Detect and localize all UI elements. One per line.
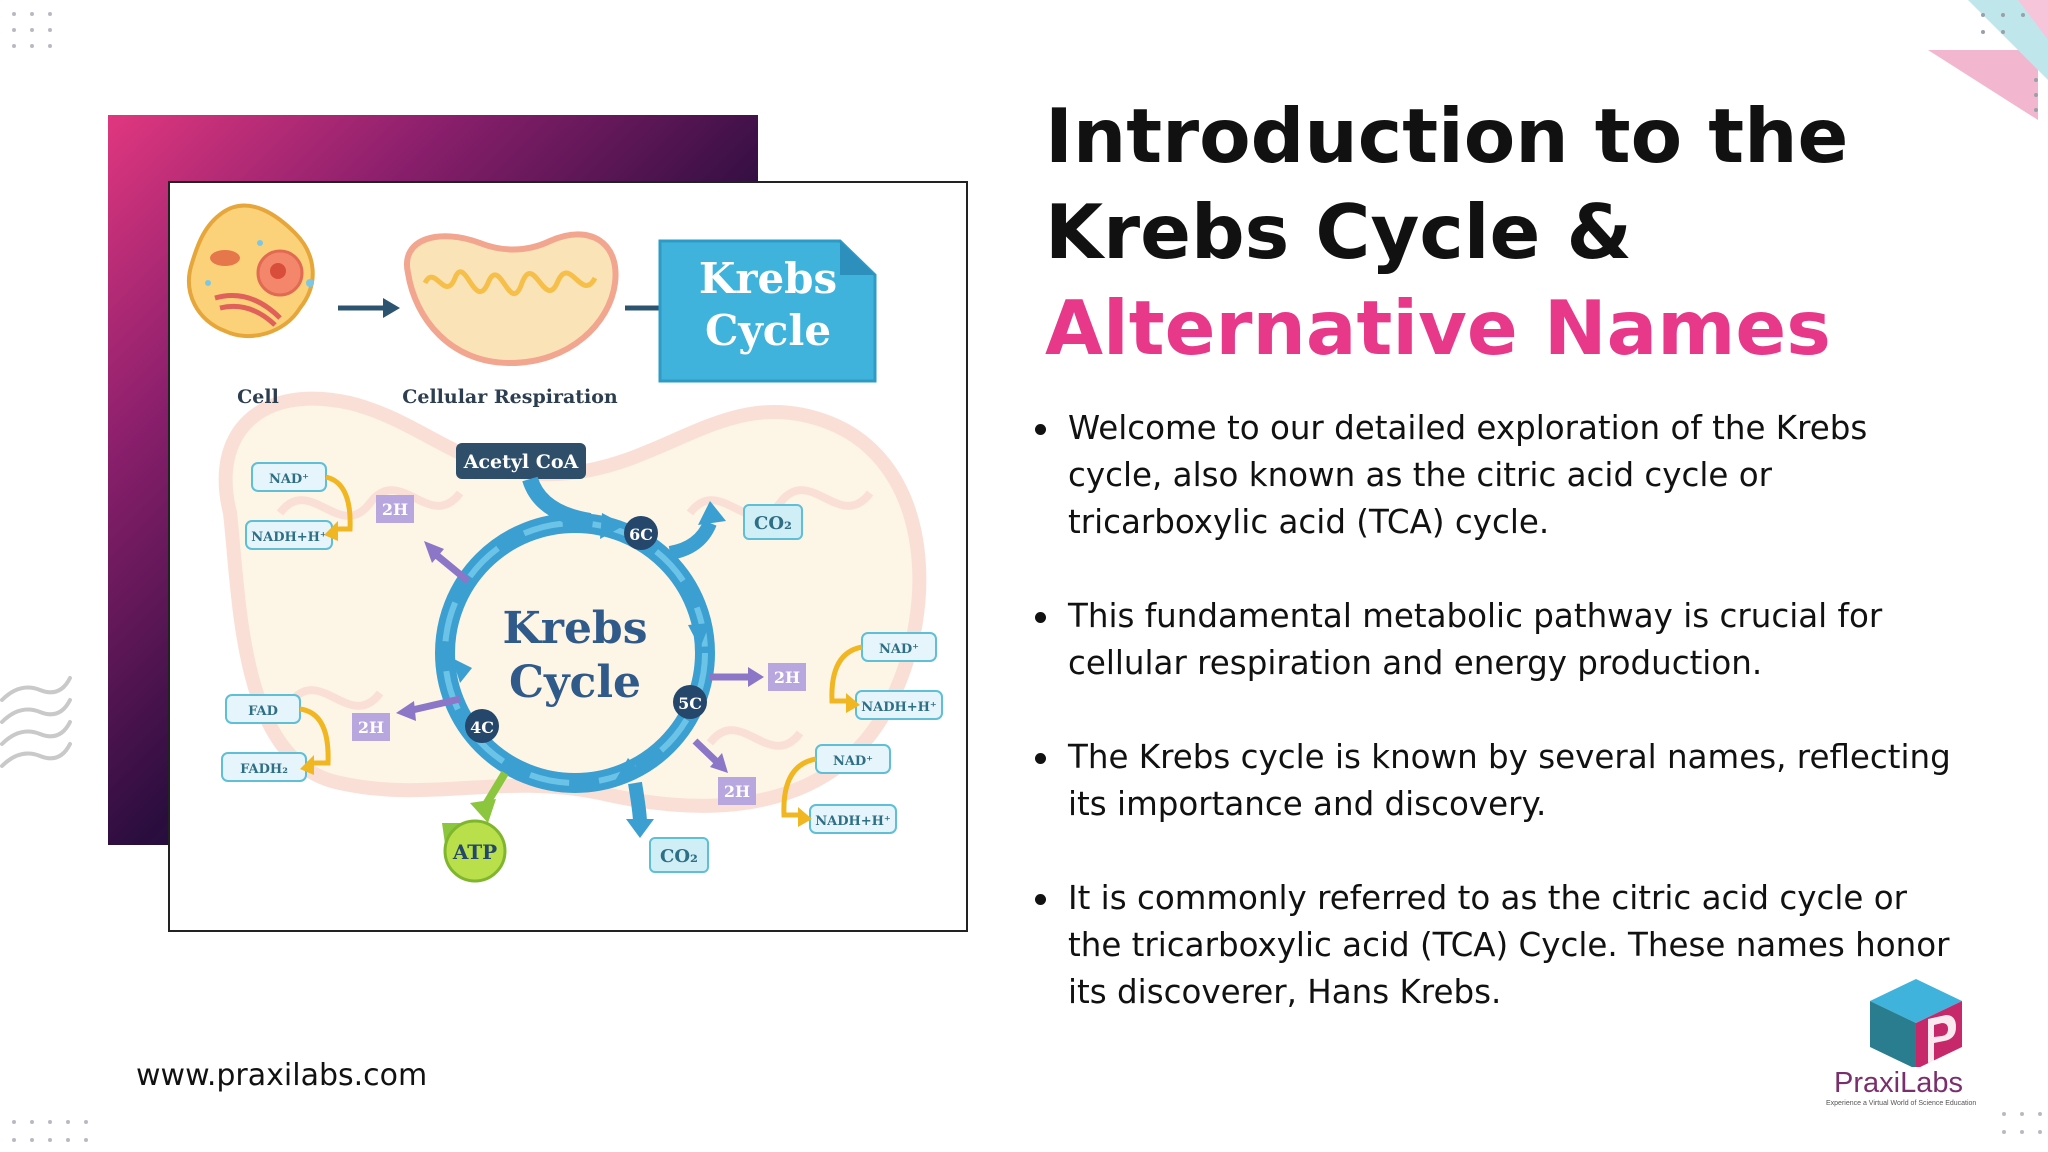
svg-text:5C: 5C [678,694,702,713]
svg-text:NADH+H⁺: NADH+H⁺ [251,530,327,545]
svg-text:NADH+H⁺: NADH+H⁺ [815,814,891,829]
acetyl-coa-label: Acetyl CoA [456,443,592,529]
bullet-icon [1035,894,1046,905]
krebs-cycle-diagram: Cell Cellular Respiration Krebs Cycle [168,181,968,932]
svg-text:Acetyl CoA: Acetyl CoA [463,451,579,473]
bullet-item: Welcome to our detailed exploration of t… [1035,405,1955,546]
krebs-cycle-badge: Krebs Cycle [658,239,877,383]
praxilabs-cube-icon [1870,979,1962,1069]
logo-tagline: Experience a Virtual World of Science Ed… [1826,1100,1977,1107]
carbon-4c-marker: 4C [465,709,499,743]
svg-text:NADH+H⁺: NADH+H⁺ [861,700,937,715]
decor-dots-bottom-left [12,1120,88,1142]
bullet-item: This fundamental metabolic pathway is cr… [1035,593,1955,687]
svg-text:FADH₂: FADH₂ [240,762,288,777]
bullet-icon [1035,424,1046,435]
svg-text:NAD⁺: NAD⁺ [269,472,309,487]
fad-group: FAD FADH₂ 2H [221,694,461,782]
title-line-1: Introduction to the [1045,92,1849,180]
svg-text:ATP: ATP [452,840,497,864]
svg-text:CO₂: CO₂ [660,846,698,867]
svg-text:2H: 2H [774,668,800,687]
bullet-icon [1035,753,1046,764]
decor-dots-bottom-right [2002,1112,2042,1134]
atp-icon: ATP [442,770,509,883]
title-line-3: Alternative Names [1045,284,1831,372]
svg-text:4C: 4C [470,718,494,737]
decor-triangles-top-right [1928,0,2048,120]
bullet-list: Welcome to our detailed exploration of t… [1035,405,1955,1063]
logo-name: PraxiLabs [1834,1067,1963,1099]
svg-text:NAD⁺: NAD⁺ [879,642,919,657]
bullet-item: The Krebs cycle is known by several name… [1035,734,1955,828]
nad-group-top-left: NAD⁺ NADH+H⁺ 2H [245,462,471,584]
cell-label: Cell [237,386,279,408]
svg-text:2H: 2H [724,782,750,801]
svg-text:2H: 2H [382,500,408,519]
svg-text:CO₂: CO₂ [754,513,792,534]
website-url[interactable]: www.praxilabs.com [136,1058,428,1093]
nad-group-lower-right: 2H NAD⁺ NADH+H⁺ [692,738,897,834]
svg-text:NAD⁺: NAD⁺ [833,754,873,769]
co2-bottom-label: CO₂ [626,781,709,873]
title-line-2: Krebs Cycle & [1045,188,1632,276]
svg-text:Cycle: Cycle [705,306,831,355]
nad-group-right: 2H NAD⁺ NADH+H⁺ [710,632,943,720]
cell-icon [187,203,315,339]
svg-text:Krebs: Krebs [699,254,837,303]
center-krebs-label: Krebs [503,603,648,654]
cellular-respiration-label: Cellular Respiration [402,386,618,408]
decor-wavy-lines [0,676,72,768]
svg-text:2H: 2H [358,718,384,737]
bullet-item: It is commonly referred to as the citric… [1035,875,1955,1016]
page-title: Introduction to the Krebs Cycle & Altern… [1045,88,1945,376]
carbon-5c-marker: 5C [673,685,707,719]
carbon-6c-marker: 6C [624,516,658,550]
praxilabs-logo: PraxiLabs Experience a Virtual World of … [1820,975,2000,1110]
svg-text:FAD: FAD [248,704,278,719]
decor-dots-top-left [12,12,52,48]
co2-top-label: CO₂ [668,501,803,560]
arrow-right-icon [338,298,400,318]
center-cycle-label: Cycle [509,657,641,708]
mitochondrion-icon [403,231,619,367]
svg-text:6C: 6C [629,525,653,544]
bullet-icon [1035,612,1046,623]
